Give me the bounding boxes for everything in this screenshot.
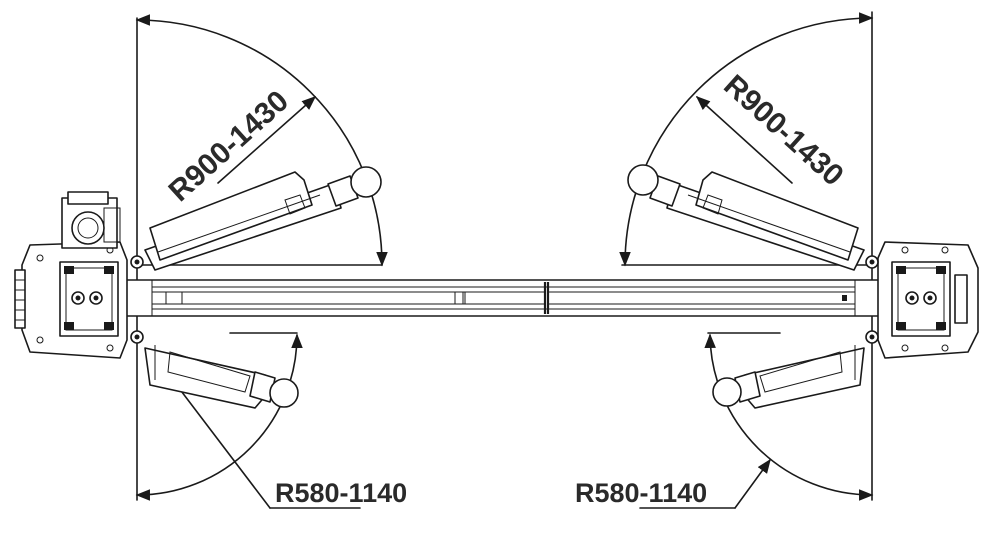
lower-right-arm xyxy=(712,345,865,409)
upper-right-radius-label: R900-1430 xyxy=(717,69,849,193)
pivot-pins xyxy=(130,255,879,344)
upper-left-radius-arc xyxy=(135,14,388,267)
lower-left-radius-arc xyxy=(135,333,303,501)
lower-left-radius-label: R580-1140 xyxy=(275,478,407,508)
crossbeam xyxy=(119,279,886,317)
upper-right-arm xyxy=(627,164,865,271)
upper-left-arm xyxy=(144,166,382,271)
lower-right-radius-label: R580-1140 xyxy=(575,478,707,508)
lower-right-radius-arc xyxy=(704,333,874,501)
lower-left-arm xyxy=(144,345,299,409)
upper-right-radius-arc xyxy=(619,12,874,267)
upper-right-radius-arrow xyxy=(695,96,793,184)
lower-right-radius-leader xyxy=(734,458,771,509)
upper-left-radius-arrow xyxy=(217,96,317,184)
left-post xyxy=(14,191,128,359)
right-post xyxy=(877,241,979,359)
